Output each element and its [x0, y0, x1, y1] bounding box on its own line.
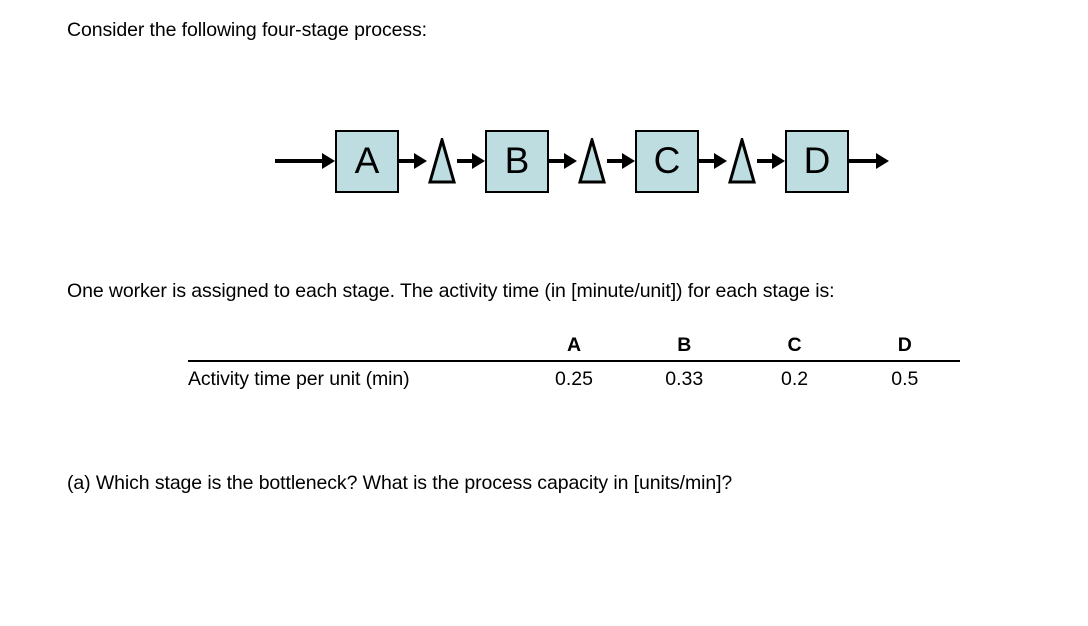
arrow-in-icon	[275, 152, 335, 170]
arrow-shaft	[699, 159, 715, 163]
table-header-a: A	[518, 332, 630, 362]
stage-label-d: D	[803, 139, 831, 181]
stage-label-b: B	[504, 139, 530, 181]
arrow-shaft	[757, 159, 773, 163]
arrow-c-to-buffer-icon	[699, 152, 727, 170]
stage-box-a: A	[335, 129, 399, 193]
arrow-shaft	[457, 159, 473, 163]
arrow-head	[772, 153, 785, 169]
arrow-head	[622, 153, 635, 169]
arrow-head	[714, 153, 727, 169]
table-cell-d: 0.5	[891, 367, 919, 390]
intro-paragraph: Consider the following four-stage proces…	[67, 19, 427, 41]
process-flow-diagram: A B	[275, 118, 889, 204]
worker-assignment-paragraph: One worker is assigned to each stage. Th…	[67, 280, 835, 302]
arrow-a-to-buffer-icon	[399, 152, 427, 170]
process-flow-row: A B	[275, 118, 889, 204]
stage-label-c: C	[653, 139, 681, 181]
activity-time-table: A B C D Activity time per unit (min) 0.2…	[188, 332, 960, 393]
arrow-shaft	[399, 159, 415, 163]
buffer-triangle-c-d-icon	[727, 138, 757, 184]
stage-box-b: B	[485, 129, 549, 193]
stage-label-a: A	[354, 139, 380, 181]
table-header-row: A B C D	[188, 332, 960, 362]
table-cell-b: 0.33	[665, 367, 704, 390]
table-row-label: Activity time per unit (min)	[188, 367, 410, 390]
arrow-shaft	[607, 159, 623, 163]
buffer-triangle-b-c-icon	[577, 138, 607, 184]
arrow-b-to-buffer-icon	[549, 152, 577, 170]
stage-box-d: D	[785, 129, 849, 193]
arrow-shaft	[549, 159, 565, 163]
arrow-head	[876, 153, 889, 169]
table-row: Activity time per unit (min) 0.25 0.33 0…	[188, 361, 960, 393]
table-cell-c: 0.2	[780, 367, 809, 390]
arrow-head	[564, 153, 577, 169]
table-header-b: B	[629, 332, 740, 362]
table-cell-a: 0.25	[555, 367, 593, 390]
arrow-head	[322, 153, 335, 169]
arrow-buffer-to-b-icon	[457, 152, 485, 170]
arrow-shaft	[275, 159, 323, 163]
arrow-head	[472, 153, 485, 169]
table-header-c: C	[739, 332, 850, 362]
arrow-head	[414, 153, 427, 169]
arrow-buffer-to-d-icon	[757, 152, 785, 170]
arrow-shaft	[849, 159, 877, 163]
stage-box-c: C	[635, 129, 699, 193]
arrow-out-icon	[849, 152, 889, 170]
arrow-buffer-to-c-icon	[607, 152, 635, 170]
table-header-blank	[188, 332, 519, 362]
buffer-triangle-a-b-icon	[427, 138, 457, 184]
question-a-paragraph: (a) Which stage is the bottleneck? What …	[67, 472, 733, 494]
table-header-d: D	[849, 332, 960, 362]
